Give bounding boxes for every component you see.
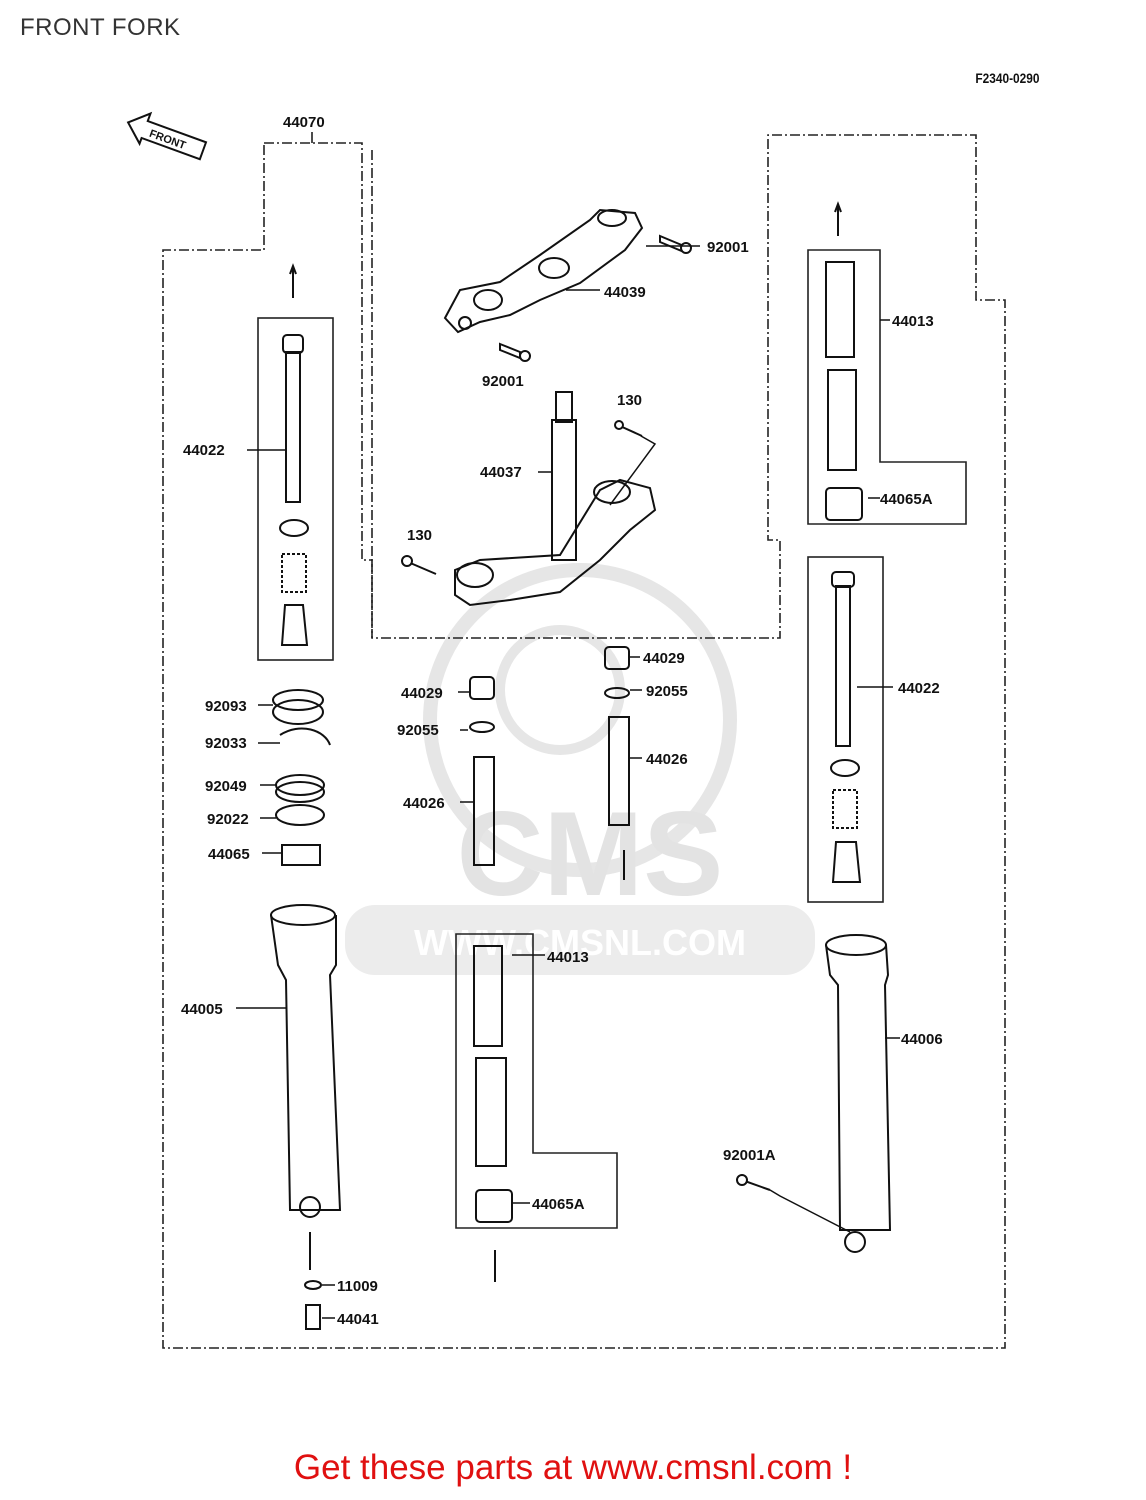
label-44065A-right: 44065A [880,491,933,508]
label-44065: 44065 [208,846,250,863]
label-44006: 44006 [901,1031,943,1048]
label-130-lower: 130 [407,527,432,544]
spring-44013-right [825,261,863,521]
label-92001A: 92001A [723,1147,776,1164]
seal-stack [272,689,331,866]
outer-frame [162,134,1006,1349]
box-44022-right [807,556,884,903]
box-44022-left [257,317,334,661]
inner-tube-44022-left [279,334,309,646]
label-44070: 44070 [283,114,325,131]
label-44005: 44005 [181,1001,223,1018]
top-bridge-44039 [443,208,644,334]
label-92001-center: 92001 [482,373,524,390]
front-arrow: FRONT [126,111,208,161]
label-92093: 92093 [205,698,247,715]
label-44022-left: 44022 [183,442,225,459]
label-44013-center: 44013 [547,949,589,966]
label-44026-right: 44026 [646,751,688,768]
footer-promo[interactable]: Get these parts at www.cmsnl.com ! [293,1448,853,1487]
box-44013-center [455,933,618,1229]
label-44026-left: 44026 [403,795,445,812]
label-130-upper: 130 [617,392,642,409]
inner-tube-44022-right [830,571,862,883]
box-44013-right [807,249,967,525]
label-92049: 92049 [205,778,247,795]
diagram-code: F2340-0290 [975,70,1040,86]
label-44022-right: 44022 [898,680,940,697]
label-92022: 92022 [207,811,249,828]
watermark-url: WWW.CMSNL.COM [414,922,746,963]
label-44029-left: 44029 [401,685,443,702]
label-92033: 92033 [205,735,247,752]
watermark: CMS WWW.CMSNL.COM [345,563,815,975]
spring-44013-center [473,945,513,1223]
front-arrow-label: FRONT [148,128,188,152]
label-44065A-center: 44065A [532,1196,585,1213]
steering-stem-44037 [454,391,657,607]
outer-tube-44006 [825,934,892,1253]
parts-diagram: CMS WWW.CMSNL.COM FRONT [126,111,1006,1349]
outer-tube-44005 [270,904,342,1330]
label-44029-right: 44029 [643,650,685,667]
label-92055-right: 92055 [646,683,688,700]
watermark-logo: CMS [457,787,724,921]
damper-parts [469,646,630,866]
label-44039: 44039 [604,284,646,301]
label-11009: 11009 [337,1278,378,1295]
label-44041: 44041 [337,1311,379,1328]
label-92001-right: 92001 [707,239,749,256]
label-92055-left: 92055 [397,722,439,739]
page-title: FRONT FORK [20,14,181,41]
label-44013-right: 44013 [892,313,934,330]
label-44037: 44037 [480,464,522,481]
